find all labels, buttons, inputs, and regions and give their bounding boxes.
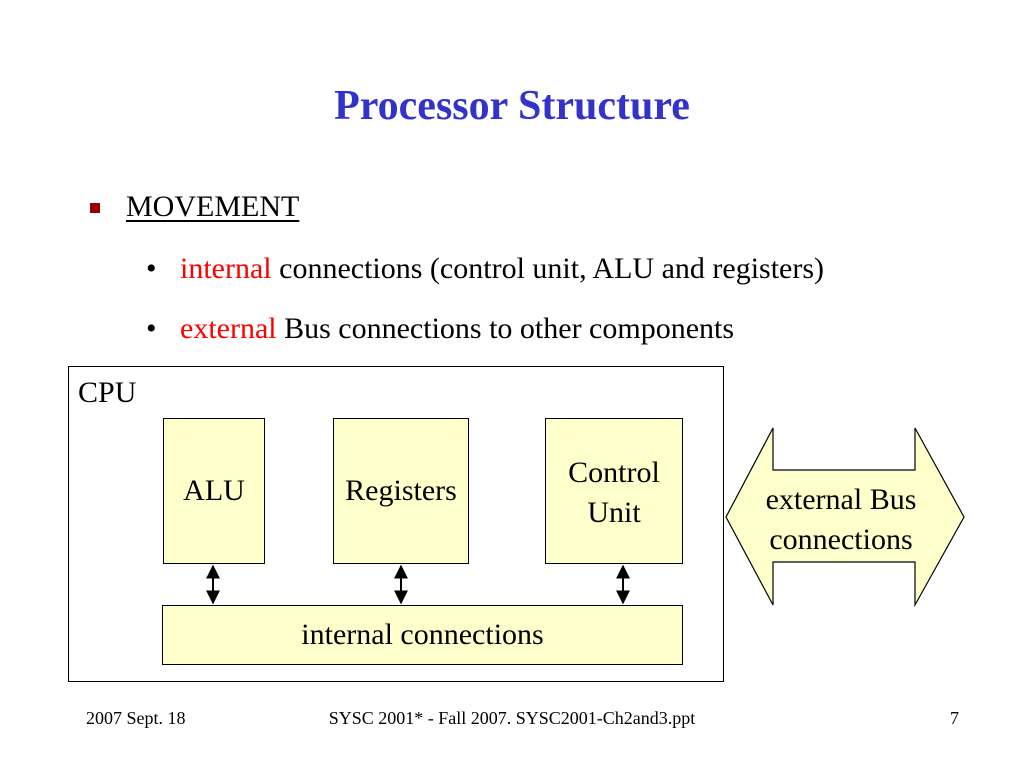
footer-page-number: 7: [950, 708, 959, 728]
alu-label: ALU: [183, 474, 245, 507]
external-bus-label: external Bus connections: [765, 483, 917, 556]
alu-box: ALU: [163, 418, 265, 564]
cpu-container: [68, 366, 724, 682]
footer-course: SYSC 2001* - Fall 2007. SYSC2001-Ch2and3…: [328, 708, 696, 728]
sub-bullet-external: • external Bus connections to other compo…: [146, 312, 734, 346]
bullet-dot-icon: •: [146, 252, 157, 285]
square-bullet-icon: [90, 203, 100, 213]
internal-connections-label: internal connections: [301, 618, 544, 651]
bullet-dot-icon: •: [146, 312, 157, 345]
sub-bullet-internal-highlight: internal: [180, 252, 272, 285]
internal-connections-box: internal connections: [162, 605, 683, 665]
sub-bullet-internal-text: connections (control unit, ALU and regis…: [271, 252, 825, 285]
sub-bullet-external-text: Bus connections to other components: [276, 312, 735, 345]
registers-box: Registers: [333, 418, 469, 564]
sub-bullet-external-highlight: external: [180, 312, 277, 345]
registers-label: Registers: [345, 474, 457, 507]
sub-bullet-internal: • internal connections (control unit, ALU…: [146, 252, 824, 286]
bullet-movement: MOVEMENT: [90, 190, 299, 224]
footer-date: 2007 Sept. 18: [86, 708, 186, 728]
slide-title: Processor Structure: [334, 83, 690, 129]
bullet-movement-label: MOVEMENT: [126, 190, 300, 223]
cpu-label: CPU: [78, 376, 137, 409]
control-unit-box: Control Unit: [545, 418, 683, 564]
control-unit-label: Control Unit: [568, 456, 660, 529]
